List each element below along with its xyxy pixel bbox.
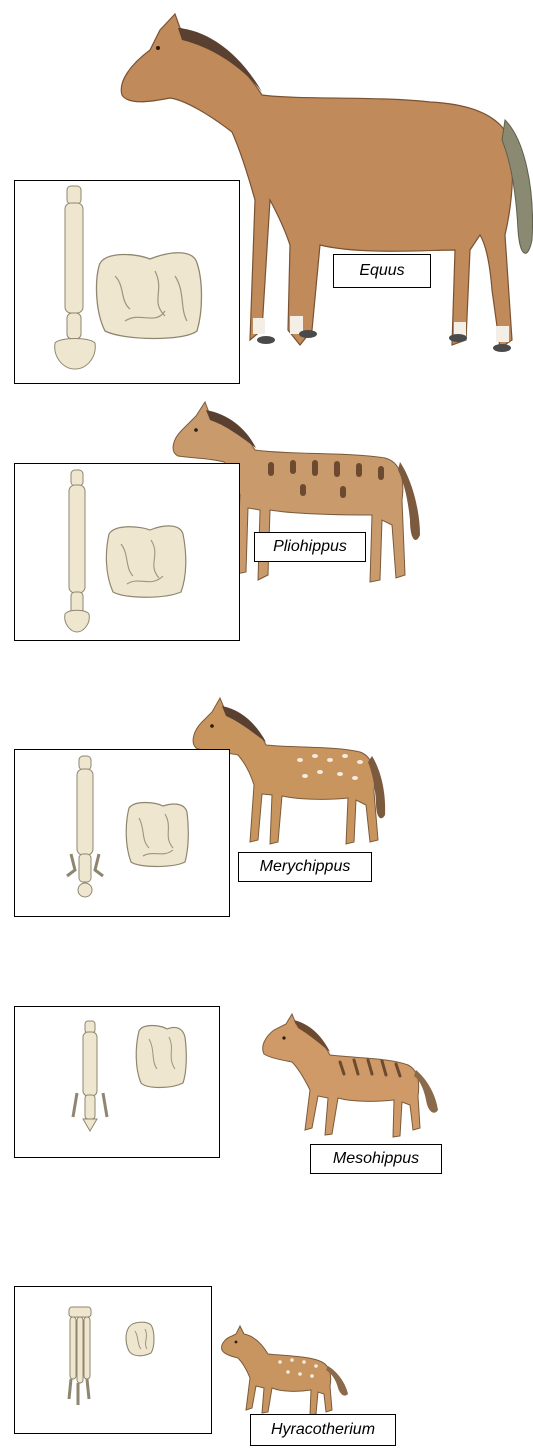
hyracotherium-fossil-panel [14,1286,212,1434]
hyracotherium-foot-bone [69,1307,91,1405]
hyracotherium-fossils [15,1287,211,1433]
hyracotherium-molar [126,1322,154,1356]
hyracotherium-eye [235,1341,238,1344]
hyracotherium-body [222,1326,332,1415]
hyracotherium-label: Hyracotherium [250,1414,396,1446]
hyracotherium-horse [222,1326,348,1415]
